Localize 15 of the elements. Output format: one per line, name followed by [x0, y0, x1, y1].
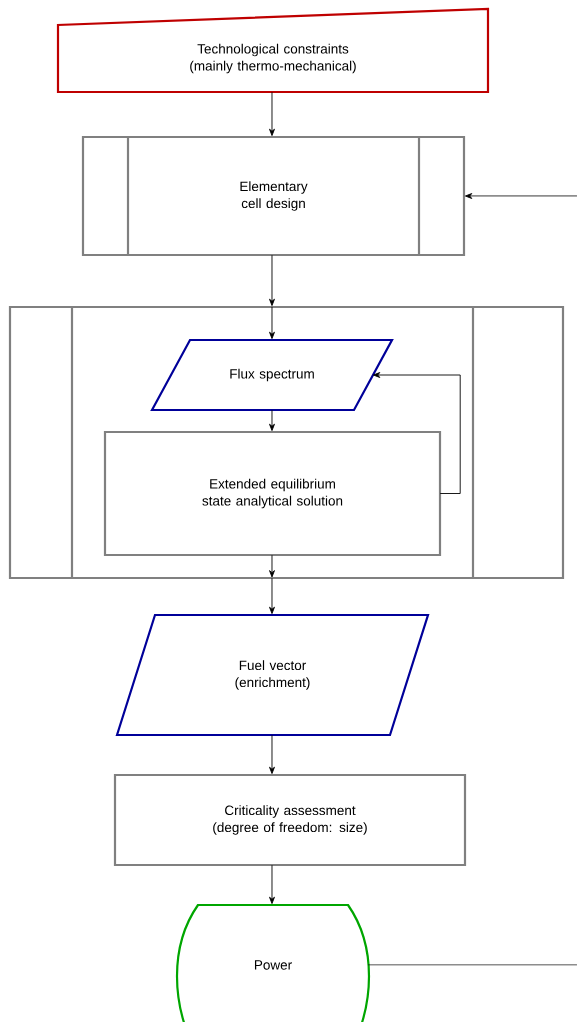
arrow	[269, 91, 275, 136]
arrow	[269, 254, 275, 306]
predefined-process-box: Elementary cell design	[81, 135, 466, 257]
data-parallelogram: Fuel vector (enrichment)	[115, 613, 430, 737]
data-parallelogram: Flux spectrum	[150, 338, 394, 412]
arrow	[269, 577, 275, 614]
arrow	[373, 372, 461, 494]
arrow	[269, 409, 275, 431]
arrow	[269, 306, 275, 339]
arrow	[269, 734, 275, 774]
process-box: Extended equilibrium state analytical solution	[103, 430, 442, 557]
arrow	[269, 864, 275, 904]
arrow	[465, 193, 577, 199]
process-box: Criticality assessment (degree of freedom: size)	[113, 773, 467, 867]
arrow	[269, 554, 275, 578]
